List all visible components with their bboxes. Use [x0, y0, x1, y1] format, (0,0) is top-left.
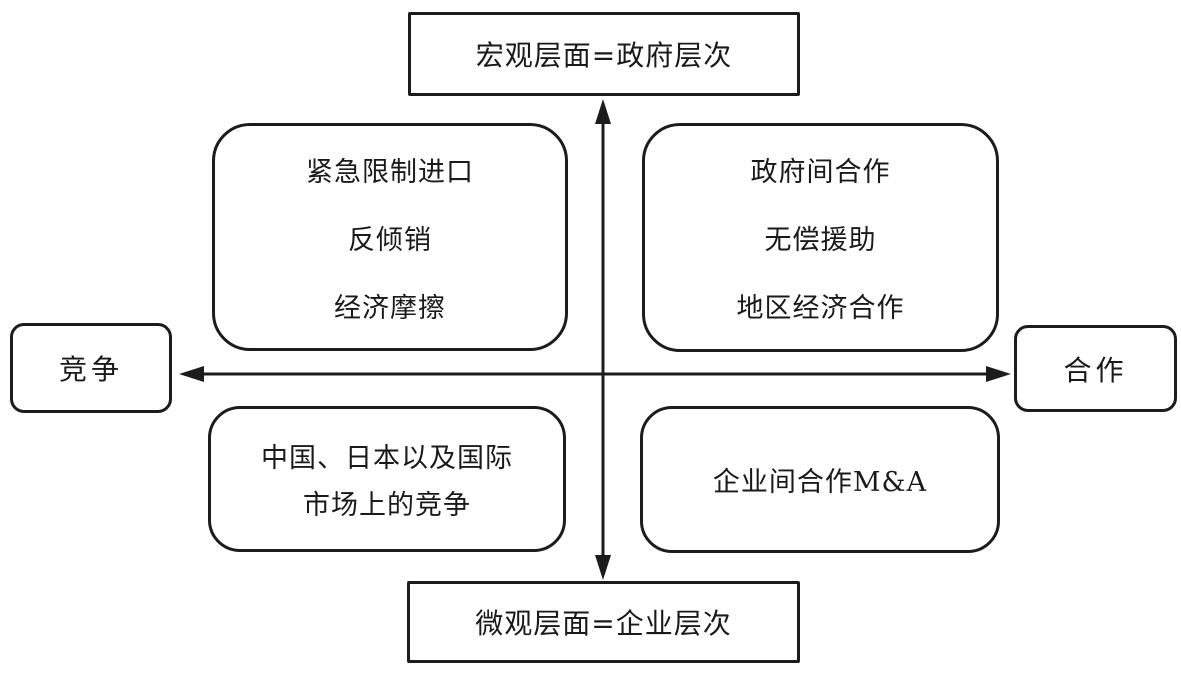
quadrant-line: 紧急限制进口	[306, 156, 474, 188]
quadrant-macro-competition: 紧急限制进口 反倾销 经济摩擦	[212, 123, 568, 351]
cooperation-axis-box: 合作	[1014, 325, 1177, 412]
vertical-axis-arrow	[595, 99, 611, 580]
horizontal-axis-arrow	[179, 366, 1011, 382]
quadrant-line: 政府间合作	[750, 157, 891, 188]
quadrant-line: 反倾销	[348, 224, 432, 256]
macro-level-axis-box: 宏观层面=政府层次	[408, 12, 800, 96]
competition-axis-label: 竞争	[58, 353, 123, 386]
quadrant-line: 无偿援助	[764, 225, 877, 256]
quadrant-line: 企业间合作M&A	[712, 467, 928, 498]
quadrant-macro-cooperation: 政府间合作 无偿援助 地区经济合作	[642, 123, 999, 352]
micro-level-axis-box: 微观层面=企业层次	[407, 581, 800, 663]
quadrant-micro-cooperation: 企业间合作M&A	[640, 406, 1000, 553]
quadrant-line: 中国、日本以及国际	[261, 443, 513, 474]
quadrant-micro-competition: 中国、日本以及国际 市场上的竞争	[208, 406, 566, 552]
cooperation-axis-label: 合作	[1063, 353, 1128, 387]
quadrant-line: 经济摩擦	[334, 292, 446, 324]
micro-level-axis-label: 微观层面=企业层次	[475, 607, 732, 640]
quadrant-line: 市场上的竞争	[303, 490, 471, 521]
macro-level-axis-label: 宏观层面=政府层次	[475, 39, 733, 72]
quadrant-line: 地区经济合作	[736, 293, 905, 324]
competition-axis-box: 竞争	[10, 323, 172, 413]
